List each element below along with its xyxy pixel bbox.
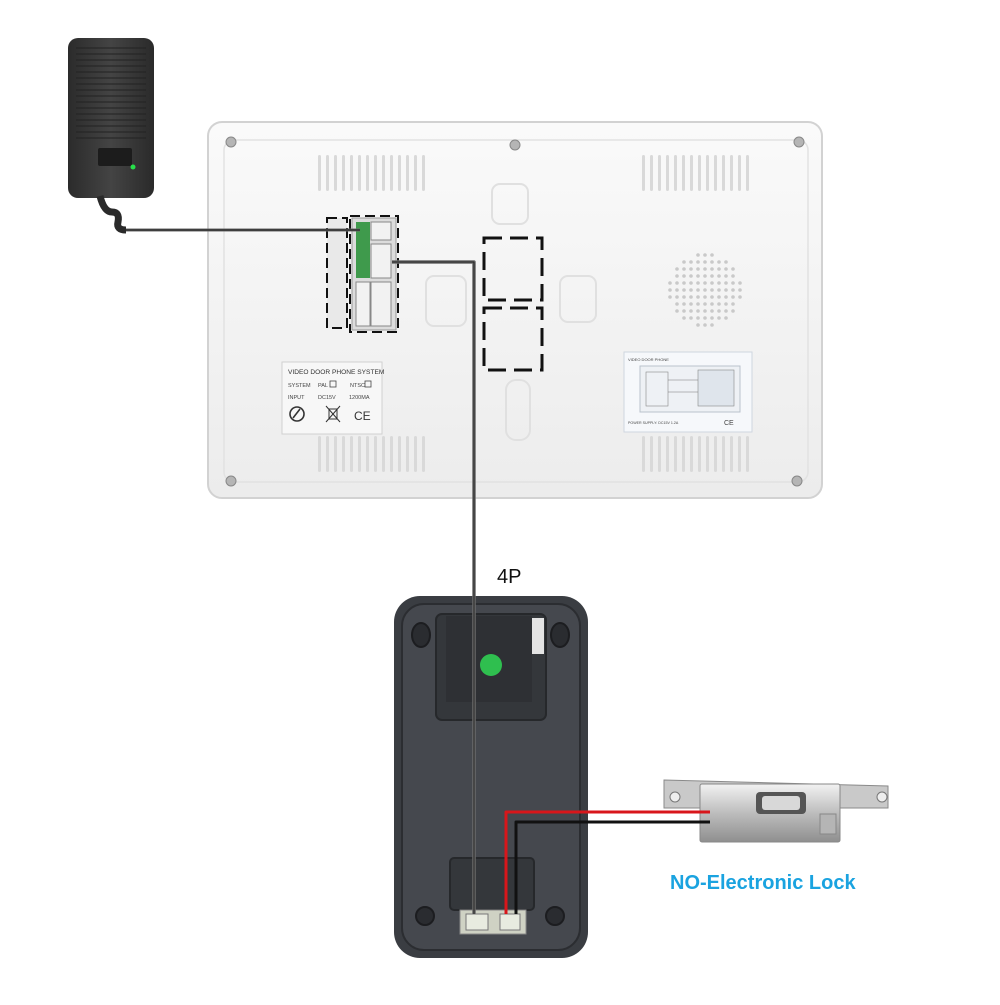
sticker-footer: POWER SUPPLY: DC15V 1.2A (628, 421, 679, 425)
wiring (126, 228, 710, 914)
electronic-lock (663, 779, 889, 843)
spec-pal: PAL (318, 383, 328, 389)
spec-ntsc: NTSC (350, 383, 365, 389)
spec-input: INPUT (288, 395, 305, 401)
weee-bin-icon (325, 405, 341, 423)
spec-title: VIDEO DOOR PHONE SYSTEM (288, 369, 384, 376)
sticker-header: VIDEO DOOR PHONE (628, 357, 669, 362)
ce-mark-icon: CE (354, 409, 371, 423)
monitor-vents (318, 155, 749, 472)
monitor-spec-label: VIDEO DOOR PHONE SYSTEM SYSTEM PAL NTSC … (281, 361, 384, 435)
lock-wire-black (514, 820, 710, 914)
cable-label-4p: 4P (497, 566, 522, 588)
mounting-bracket-outline (482, 236, 544, 372)
lock-label: NO-Electronic Lock (670, 872, 856, 894)
wiring-sticker: VIDEO DOOR PHONE POWER SUPPLY: DC15V 1.2… (623, 351, 753, 433)
speaker-grille-icon (668, 253, 742, 327)
status-led-icon (130, 164, 136, 170)
spec-voltage: DC15V (318, 395, 336, 401)
recycle-icon (289, 406, 305, 422)
monitor-recesses (425, 183, 597, 441)
power-adapter-icon (68, 38, 154, 234)
spec-current: 1200MA (349, 395, 370, 401)
spec-system: SYSTEM (288, 383, 311, 389)
terminal-block (326, 215, 399, 333)
indoor-monitor: VIDEO DOOR PHONE SYSTEM SYSTEM PAL NTSC … (207, 121, 823, 499)
monitor-screws (225, 136, 805, 487)
lock-wire-red (504, 810, 710, 914)
sticker-ce: CE (724, 420, 734, 427)
outdoor-camera-unit (394, 596, 588, 958)
status-led-icon (480, 654, 502, 676)
